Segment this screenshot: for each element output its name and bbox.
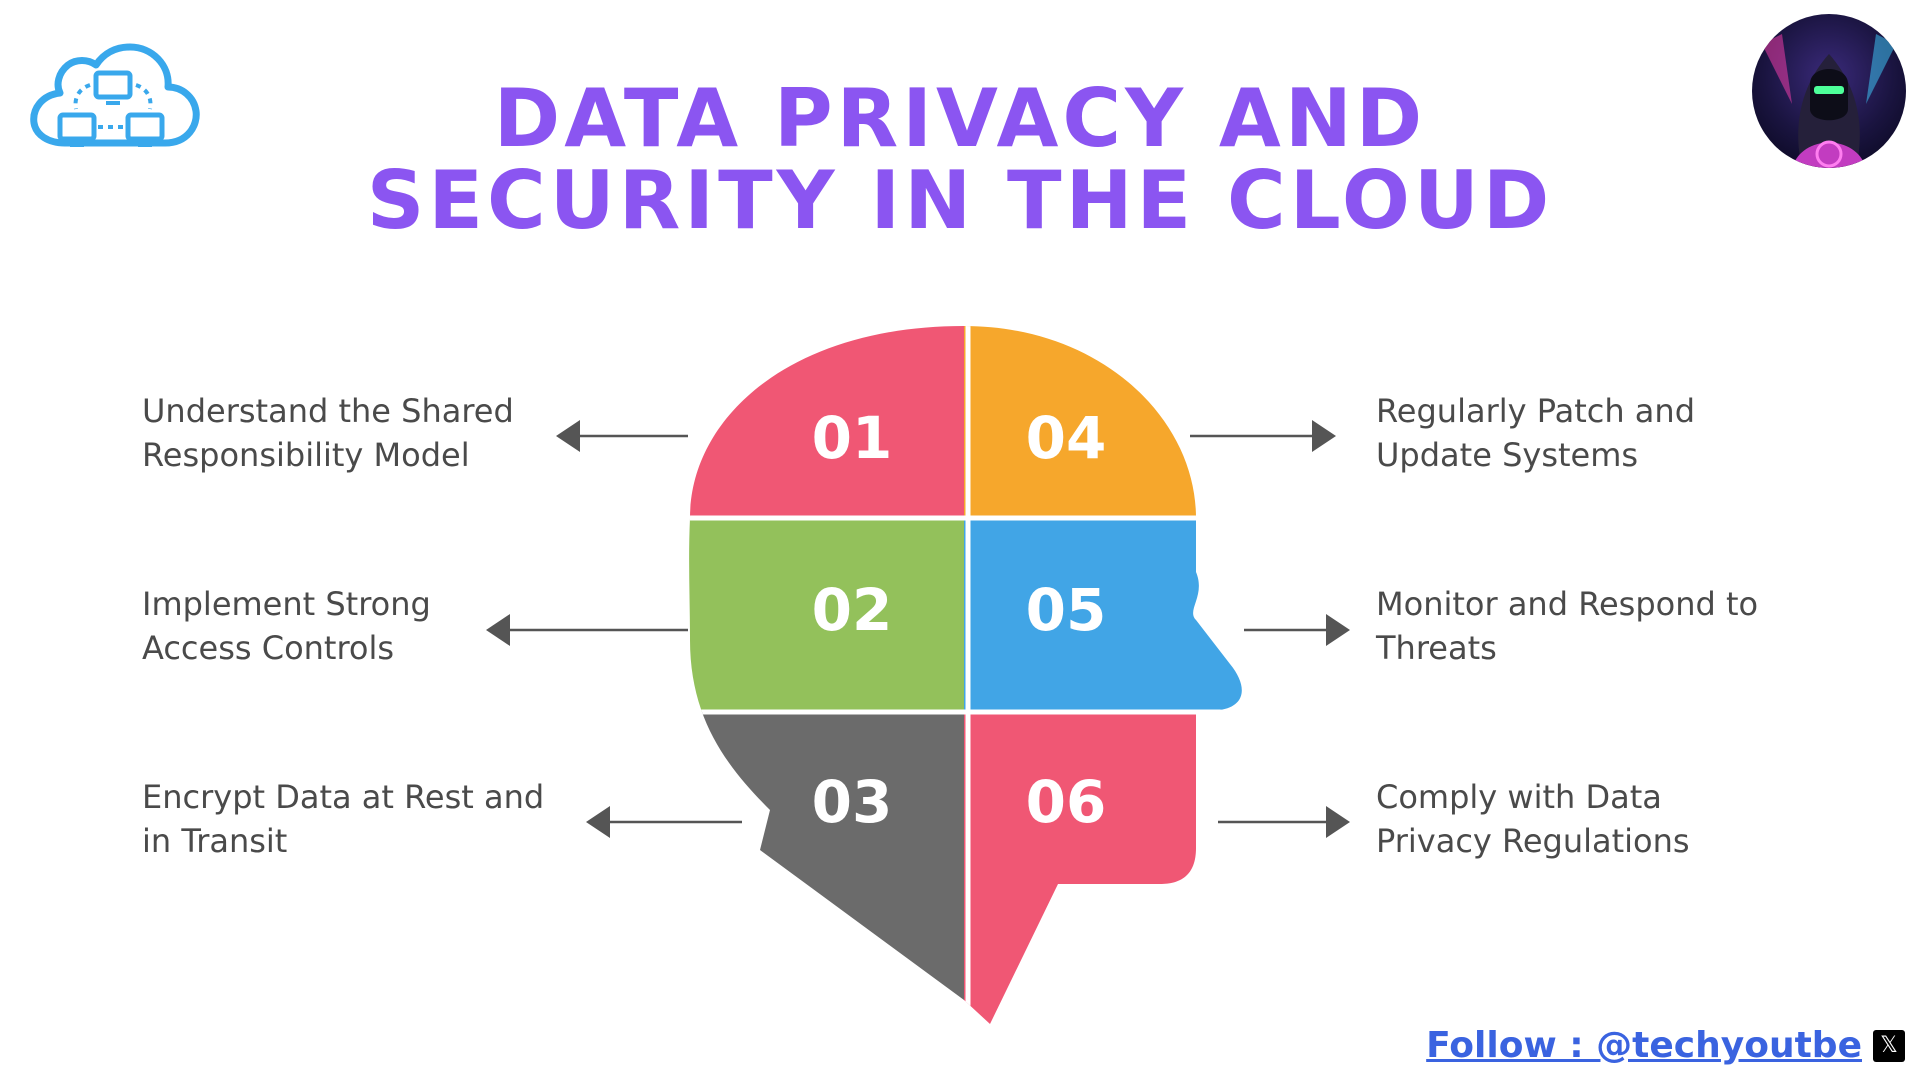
arrow-right-04 [1190, 420, 1336, 452]
arrow-left-03 [586, 806, 742, 838]
item-05-line-2: Threats [1376, 629, 1497, 667]
arrow-left-01 [556, 420, 688, 452]
item-02-line-2: Access Controls [142, 629, 395, 667]
segment-number-03: 03 [812, 768, 893, 836]
title-line-2: SECURITY IN THE CLOUD [366, 154, 1554, 247]
page-title: DATA PRIVACY AND SECURITY IN THE CLOUD [360, 78, 1560, 242]
item-02-line-1: Implement Strong [142, 585, 431, 623]
title-line-1: DATA PRIVACY AND [493, 72, 1427, 165]
x-logo-icon[interactable]: 𝕏 [1873, 1030, 1905, 1062]
segment-06-fill [964, 712, 1242, 1024]
item-text-02: Implement Strong Access Controls [142, 582, 431, 670]
item-06-line-1: Comply with Data [1376, 778, 1662, 816]
segment-number-02: 02 [812, 576, 893, 644]
item-03-line-1: Encrypt Data at Rest and [142, 778, 545, 816]
arrow-right-05 [1244, 614, 1350, 646]
segment-number-01: 01 [812, 404, 893, 472]
item-03-line-2: in Transit [142, 822, 288, 860]
segment-number-04: 04 [1026, 404, 1107, 472]
item-01-line-2: Responsibility Model [142, 436, 470, 474]
arrow-right-06 [1218, 806, 1350, 838]
item-text-01: Understand the Shared Responsibility Mod… [142, 389, 514, 477]
item-01-line-1: Understand the Shared [142, 392, 514, 430]
item-text-05: Monitor and Respond to Threats [1376, 582, 1758, 670]
item-text-04: Regularly Patch and Update Systems [1376, 389, 1695, 477]
segment-05-fill [964, 518, 1242, 712]
segment-04-fill [964, 326, 1242, 518]
item-text-06: Comply with Data Privacy Regulations [1376, 775, 1690, 863]
hooded-hacker-avatar [1752, 14, 1906, 168]
item-text-03: Encrypt Data at Rest and in Transit [142, 775, 544, 863]
item-04-line-2: Update Systems [1376, 436, 1639, 474]
segment-number-05: 05 [1026, 576, 1107, 644]
cloud-network-icon [30, 43, 200, 147]
segment-03-fill [689, 712, 964, 1024]
segment-02-fill [689, 518, 964, 712]
follow-link[interactable]: Follow : @techyoutbe [1426, 1025, 1862, 1066]
segment-01-fill [689, 326, 964, 518]
item-06-line-2: Privacy Regulations [1376, 822, 1690, 860]
item-05-line-1: Monitor and Respond to [1376, 585, 1759, 623]
segment-number-06: 06 [1026, 768, 1107, 836]
arrow-left-02 [486, 614, 688, 646]
item-04-line-1: Regularly Patch and [1376, 392, 1695, 430]
